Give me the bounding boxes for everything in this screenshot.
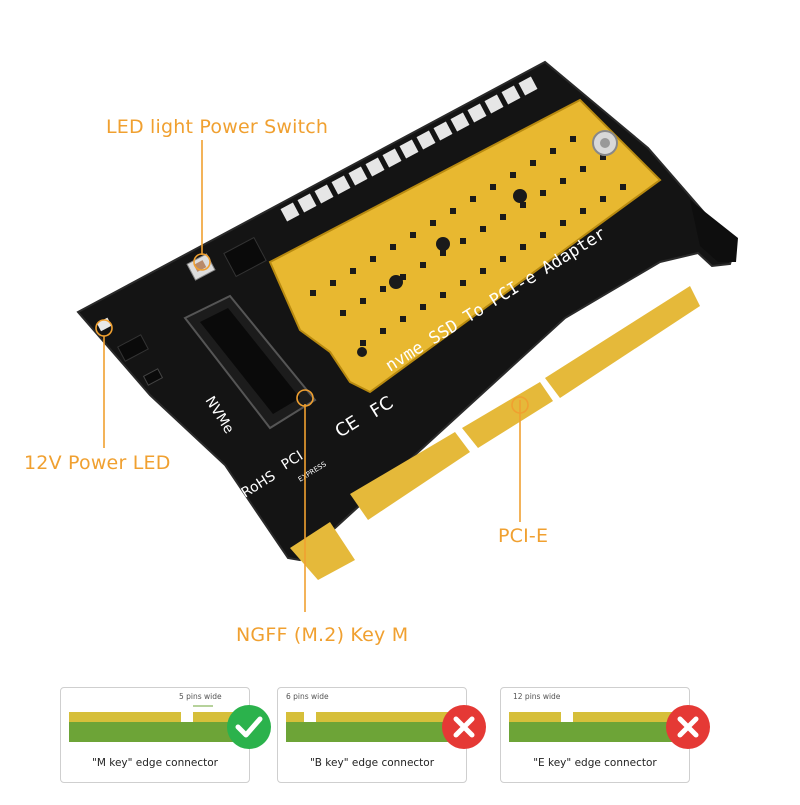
e-key-pins-note: 12 pins wide <box>513 692 561 701</box>
m-key-edge-diagram <box>69 705 237 742</box>
b-key-panel: 6 pins wide "B key" edge connector <box>277 687 467 783</box>
led-row <box>280 76 538 222</box>
e-key-edge-diagram <box>509 706 677 742</box>
pcie-edge-connector <box>290 286 700 580</box>
b-key-caption: "B key" edge connector <box>309 757 435 769</box>
cross-icon <box>441 704 487 750</box>
callout-power-led: 12V Power LED <box>24 452 171 474</box>
pcb-bracket-tab <box>690 200 738 262</box>
m-key-caption: "M key" edge connector <box>92 757 218 769</box>
heatsink-holes <box>310 136 626 357</box>
m-key-pins-note: 5 pins wide <box>179 692 222 701</box>
m-key-panel: 5 pins wide "M key" edge connector <box>60 687 250 783</box>
cross-icon <box>665 704 711 750</box>
regulator-chip <box>223 236 267 278</box>
b-key-edge-diagram <box>286 706 454 742</box>
e-key-panel: 12 pins wide "E key" edge connector <box>500 687 690 783</box>
e-key-caption: "E key" edge connector <box>533 757 657 769</box>
callout-leaders <box>95 140 529 612</box>
callout-led-switch: LED light Power Switch <box>106 116 329 138</box>
callout-ngff: NGFF (M.2) Key M <box>236 624 409 646</box>
b-key-pins-note: 6 pins wide <box>286 692 329 701</box>
callout-pcie: PCI-E <box>498 525 549 547</box>
heatsink-plate <box>268 98 662 394</box>
check-icon <box>226 704 272 750</box>
